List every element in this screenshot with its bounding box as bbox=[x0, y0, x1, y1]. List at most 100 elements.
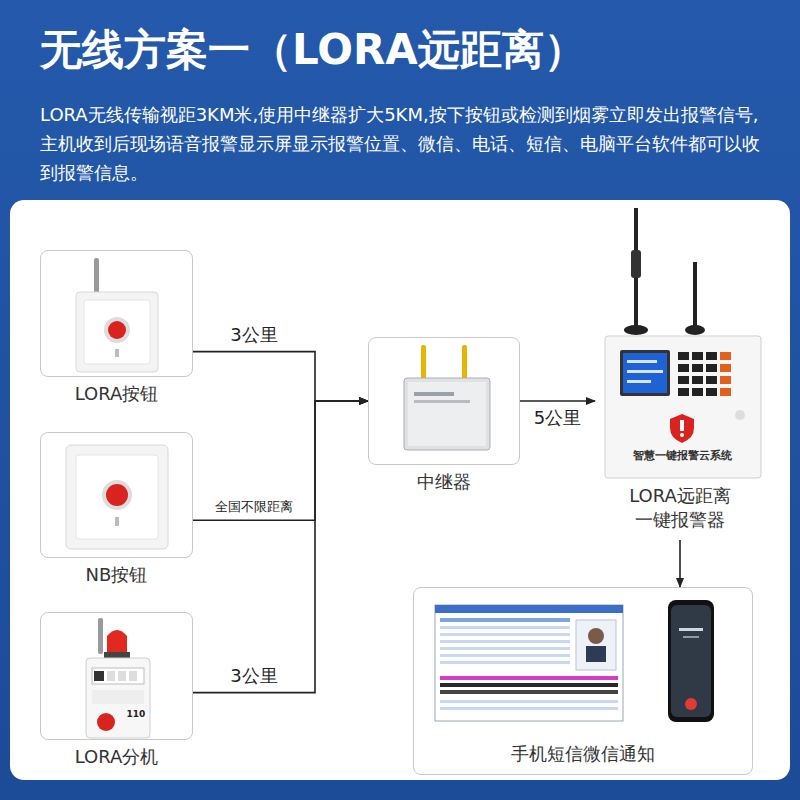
node-box: 手机短信微信通知 bbox=[413, 587, 753, 775]
art-part bbox=[98, 618, 103, 654]
art-part bbox=[440, 633, 570, 636]
connector bbox=[193, 401, 368, 520]
art-part bbox=[627, 380, 651, 383]
art-part bbox=[680, 433, 684, 437]
lora-extension-art bbox=[86, 618, 150, 738]
node-label: 手机短信微信通知 bbox=[414, 742, 752, 766]
art-part bbox=[435, 605, 623, 721]
art-part bbox=[605, 336, 761, 478]
node-box: LORA远距离 一键报警器 bbox=[595, 205, 765, 540]
art-part bbox=[440, 690, 618, 694]
art-part bbox=[685, 325, 705, 335]
art-part bbox=[706, 376, 717, 384]
art-part bbox=[706, 352, 717, 360]
edge-label: 3公里 bbox=[227, 665, 280, 687]
art-part bbox=[440, 647, 570, 650]
edge-label: 全国不限距离 bbox=[212, 499, 296, 515]
art-part bbox=[92, 668, 144, 684]
art-part bbox=[624, 325, 648, 335]
art-part bbox=[588, 628, 604, 644]
art-part bbox=[84, 300, 150, 364]
art-part bbox=[97, 713, 115, 731]
art-part bbox=[440, 654, 570, 657]
illustration-text: 智慧一键报警云系统 bbox=[633, 448, 732, 463]
caption: LORA无线传输视距3KM米,使用中继器扩大5KM,按下按钮或检测到烟雾立即发出… bbox=[40, 100, 770, 187]
art-part bbox=[720, 352, 731, 360]
art-part bbox=[671, 605, 711, 717]
art-part bbox=[440, 700, 618, 703]
art-part bbox=[623, 353, 667, 393]
art-part bbox=[107, 671, 115, 681]
art-part bbox=[692, 376, 703, 384]
edge-label: 3公里 bbox=[227, 324, 280, 346]
node-box: 中继器 bbox=[368, 337, 520, 465]
art-part bbox=[440, 707, 618, 710]
art-part bbox=[104, 652, 130, 658]
art-part bbox=[735, 410, 745, 420]
art-part bbox=[414, 400, 470, 403]
repeater-art bbox=[404, 345, 490, 450]
art-part bbox=[94, 671, 104, 681]
art-part bbox=[631, 250, 641, 278]
node-label: NB按钮 bbox=[41, 563, 192, 587]
art-part bbox=[678, 376, 689, 384]
art-part bbox=[435, 605, 623, 613]
art-part bbox=[680, 420, 684, 431]
art-part bbox=[408, 382, 486, 446]
art-part bbox=[685, 698, 697, 710]
notification-art bbox=[435, 600, 714, 722]
art-part bbox=[440, 618, 570, 622]
art-part bbox=[414, 392, 454, 396]
node-label: 中继器 bbox=[369, 470, 519, 494]
art-part bbox=[66, 445, 168, 549]
art-part bbox=[404, 378, 490, 450]
art-part bbox=[115, 517, 119, 526]
art-part bbox=[706, 388, 717, 396]
art-part bbox=[421, 345, 426, 381]
art-part bbox=[440, 683, 618, 687]
art-part bbox=[104, 317, 130, 343]
art-part bbox=[683, 636, 699, 638]
art-part bbox=[440, 626, 570, 629]
nb-button-art bbox=[66, 445, 168, 549]
art-part bbox=[627, 370, 663, 373]
node-label: LORA按钮 bbox=[41, 382, 192, 406]
art-part bbox=[76, 455, 158, 539]
art-part bbox=[106, 484, 128, 506]
art-part bbox=[108, 321, 126, 339]
art-part bbox=[440, 640, 570, 643]
connector bbox=[679, 540, 681, 587]
art-part bbox=[129, 671, 137, 681]
node-box: LORA分机 bbox=[40, 612, 193, 740]
edge-label: 5公里 bbox=[531, 407, 584, 429]
art-part bbox=[586, 646, 606, 662]
art-part bbox=[678, 352, 689, 360]
art-part bbox=[107, 630, 127, 652]
art-part bbox=[692, 388, 703, 396]
art-part bbox=[720, 364, 731, 372]
art-part bbox=[720, 388, 731, 396]
connector bbox=[520, 400, 595, 402]
art-part bbox=[440, 676, 618, 680]
art-part bbox=[679, 628, 703, 631]
node-label: LORA远距离 一键报警器 bbox=[595, 484, 765, 532]
art-part bbox=[86, 658, 150, 738]
art-part bbox=[668, 600, 714, 722]
art-part bbox=[118, 671, 126, 681]
node-label: LORA分机 bbox=[41, 745, 192, 769]
art-part bbox=[576, 620, 616, 670]
connector bbox=[193, 401, 368, 693]
art-part bbox=[720, 376, 731, 384]
art-part bbox=[678, 352, 731, 396]
art-part bbox=[670, 414, 694, 443]
node-box: NB按钮 bbox=[40, 432, 193, 558]
connector bbox=[193, 352, 368, 401]
art-part bbox=[76, 292, 158, 372]
illustration-text: 110 bbox=[127, 709, 146, 719]
lora-button-art bbox=[76, 258, 158, 372]
art-part bbox=[693, 262, 697, 328]
art-part bbox=[115, 349, 119, 357]
node-box: LORA按钮 bbox=[40, 250, 193, 377]
alarm-host-art bbox=[605, 208, 761, 478]
